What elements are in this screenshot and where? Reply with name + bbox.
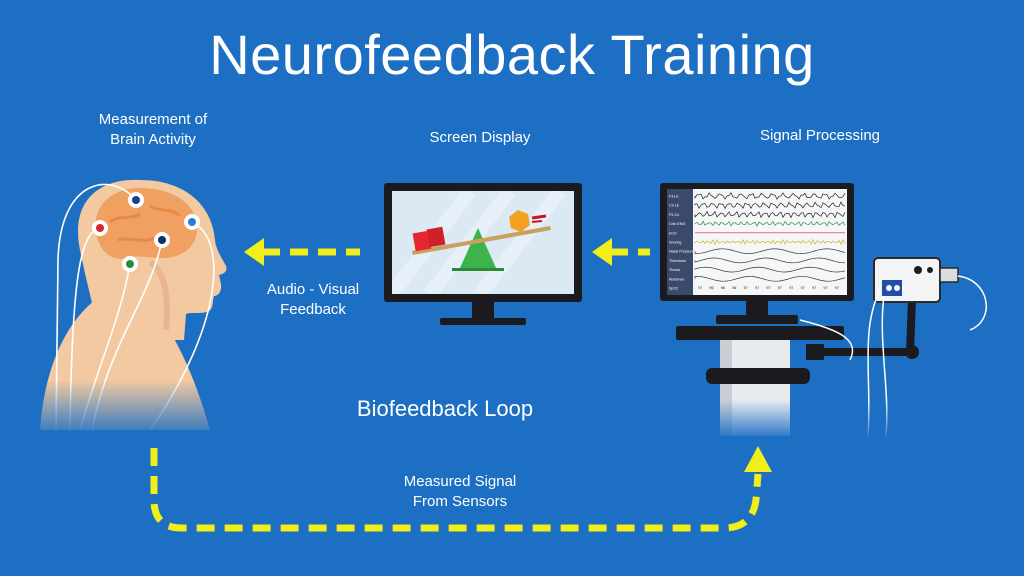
- label-signal-processing: Signal Processing: [759, 127, 881, 144]
- spo2-value: 97: [812, 286, 816, 290]
- eeg-channel-label: C3-LE: [669, 204, 680, 208]
- red-block-1: [412, 230, 432, 252]
- red-block-2: [426, 226, 446, 248]
- electrode-navy: [154, 232, 170, 248]
- eeg-channel-label: Snoring: [669, 241, 681, 245]
- amp-cable-4: [799, 319, 854, 361]
- label-feedback-line1: Audio - Visual: [266, 281, 360, 298]
- label-measurement-line1: Measurement of: [98, 111, 208, 128]
- eeg-spo2-values: 97 96 96 96 97 97 97 97 97 97 97 97 97: [698, 286, 839, 290]
- amp-cable-3: [957, 275, 987, 331]
- electrode-green: [122, 256, 138, 272]
- signal-to-display-arrow: [592, 238, 650, 266]
- eeg-channel-label: SpO2: [669, 287, 678, 291]
- label-measurement: Measurement of Brain Activity: [68, 110, 238, 150]
- eeg-waveform: [694, 248, 846, 254]
- label-biofeedback-loop: Biofeedback Loop: [356, 396, 534, 421]
- seesaw-plank: [412, 226, 551, 255]
- spo2-value: 96: [732, 286, 736, 290]
- eeg-channel-label: Chin EMG: [669, 222, 686, 226]
- eeg-waveform: [694, 238, 846, 246]
- spo2-value: 97: [744, 286, 748, 290]
- cart-shelf: [676, 326, 844, 340]
- label-feedback-line2: Feedback: [280, 301, 346, 318]
- eeg-waveform: [694, 276, 846, 282]
- cart-handle: [706, 368, 810, 384]
- spo2-value: 97: [755, 286, 759, 290]
- brain-fold: [109, 204, 182, 242]
- eeg-waveform: [694, 192, 846, 200]
- person-fade: [30, 380, 230, 440]
- display-foot: [440, 318, 526, 325]
- eeg-waveform: [694, 266, 846, 273]
- label-measured-signal-line2: From Sensors: [412, 493, 508, 510]
- eeg-waveform: [694, 201, 846, 210]
- label-measurement-line2: Brain Activity: [110, 131, 196, 148]
- eeg-channel-label: Thermistor: [669, 259, 687, 263]
- eeg-channel-label: ECG: [669, 231, 677, 235]
- support-arm: [808, 348, 918, 356]
- brain: [95, 188, 198, 259]
- spo2-value: 96: [721, 286, 725, 290]
- feedback-arrow: [244, 238, 360, 266]
- display-neck: [472, 302, 494, 318]
- cable-1: [55, 183, 137, 431]
- spo2-value: 97: [823, 286, 827, 290]
- spo2-value: 97: [801, 286, 805, 290]
- seesaw-triangle: [460, 228, 496, 268]
- eeg-waveform: [694, 257, 846, 264]
- electrode-blue-side: [184, 214, 200, 230]
- spo2-value: 97: [698, 286, 702, 290]
- eeg-channel-label: P3-O1: [669, 213, 679, 217]
- eeg-waveforms: [694, 192, 846, 282]
- eeg-waveform: [694, 210, 846, 219]
- seesaw-base: [452, 268, 504, 271]
- eeg-waveform: [694, 220, 846, 227]
- eeg-channel-panel: [667, 189, 693, 295]
- electrode-blue-top: [128, 192, 144, 208]
- spo2-value: 96: [709, 286, 713, 290]
- eeg-channel-label: Thorax: [669, 268, 680, 272]
- eeg-channel-label: Nasal Pressure: [669, 250, 694, 254]
- label-screen-display: Screen Display: [429, 129, 531, 146]
- label-feedback: Audio - Visual Feedback: [248, 280, 378, 320]
- hexagon-block: [509, 210, 530, 232]
- electrode-red: [92, 220, 108, 236]
- amplifier-device: [873, 257, 959, 303]
- person-head-illustration: [30, 179, 230, 440]
- eeg-channel-label: F3-LE: [669, 195, 679, 199]
- display-monitor: [384, 183, 582, 325]
- spo2-value: 97: [789, 286, 793, 290]
- label-measured-signal: Measured Signal From Sensors: [370, 472, 550, 512]
- throat: [148, 259, 170, 331]
- page-title: Neurofeedback Training: [209, 23, 815, 86]
- measured-signal-arrow: [150, 446, 772, 532]
- spo2-value: 97: [778, 286, 782, 290]
- eeg-monitor-neck: [746, 301, 768, 315]
- station-fade: [700, 400, 980, 440]
- eeg-channel-label: Abdomen: [669, 277, 684, 281]
- eeg-monitor-foot: [716, 315, 798, 324]
- label-measured-signal-line1: Measured Signal: [403, 473, 517, 490]
- spo2-value: 97: [766, 286, 770, 290]
- spo2-value: 97: [835, 286, 839, 290]
